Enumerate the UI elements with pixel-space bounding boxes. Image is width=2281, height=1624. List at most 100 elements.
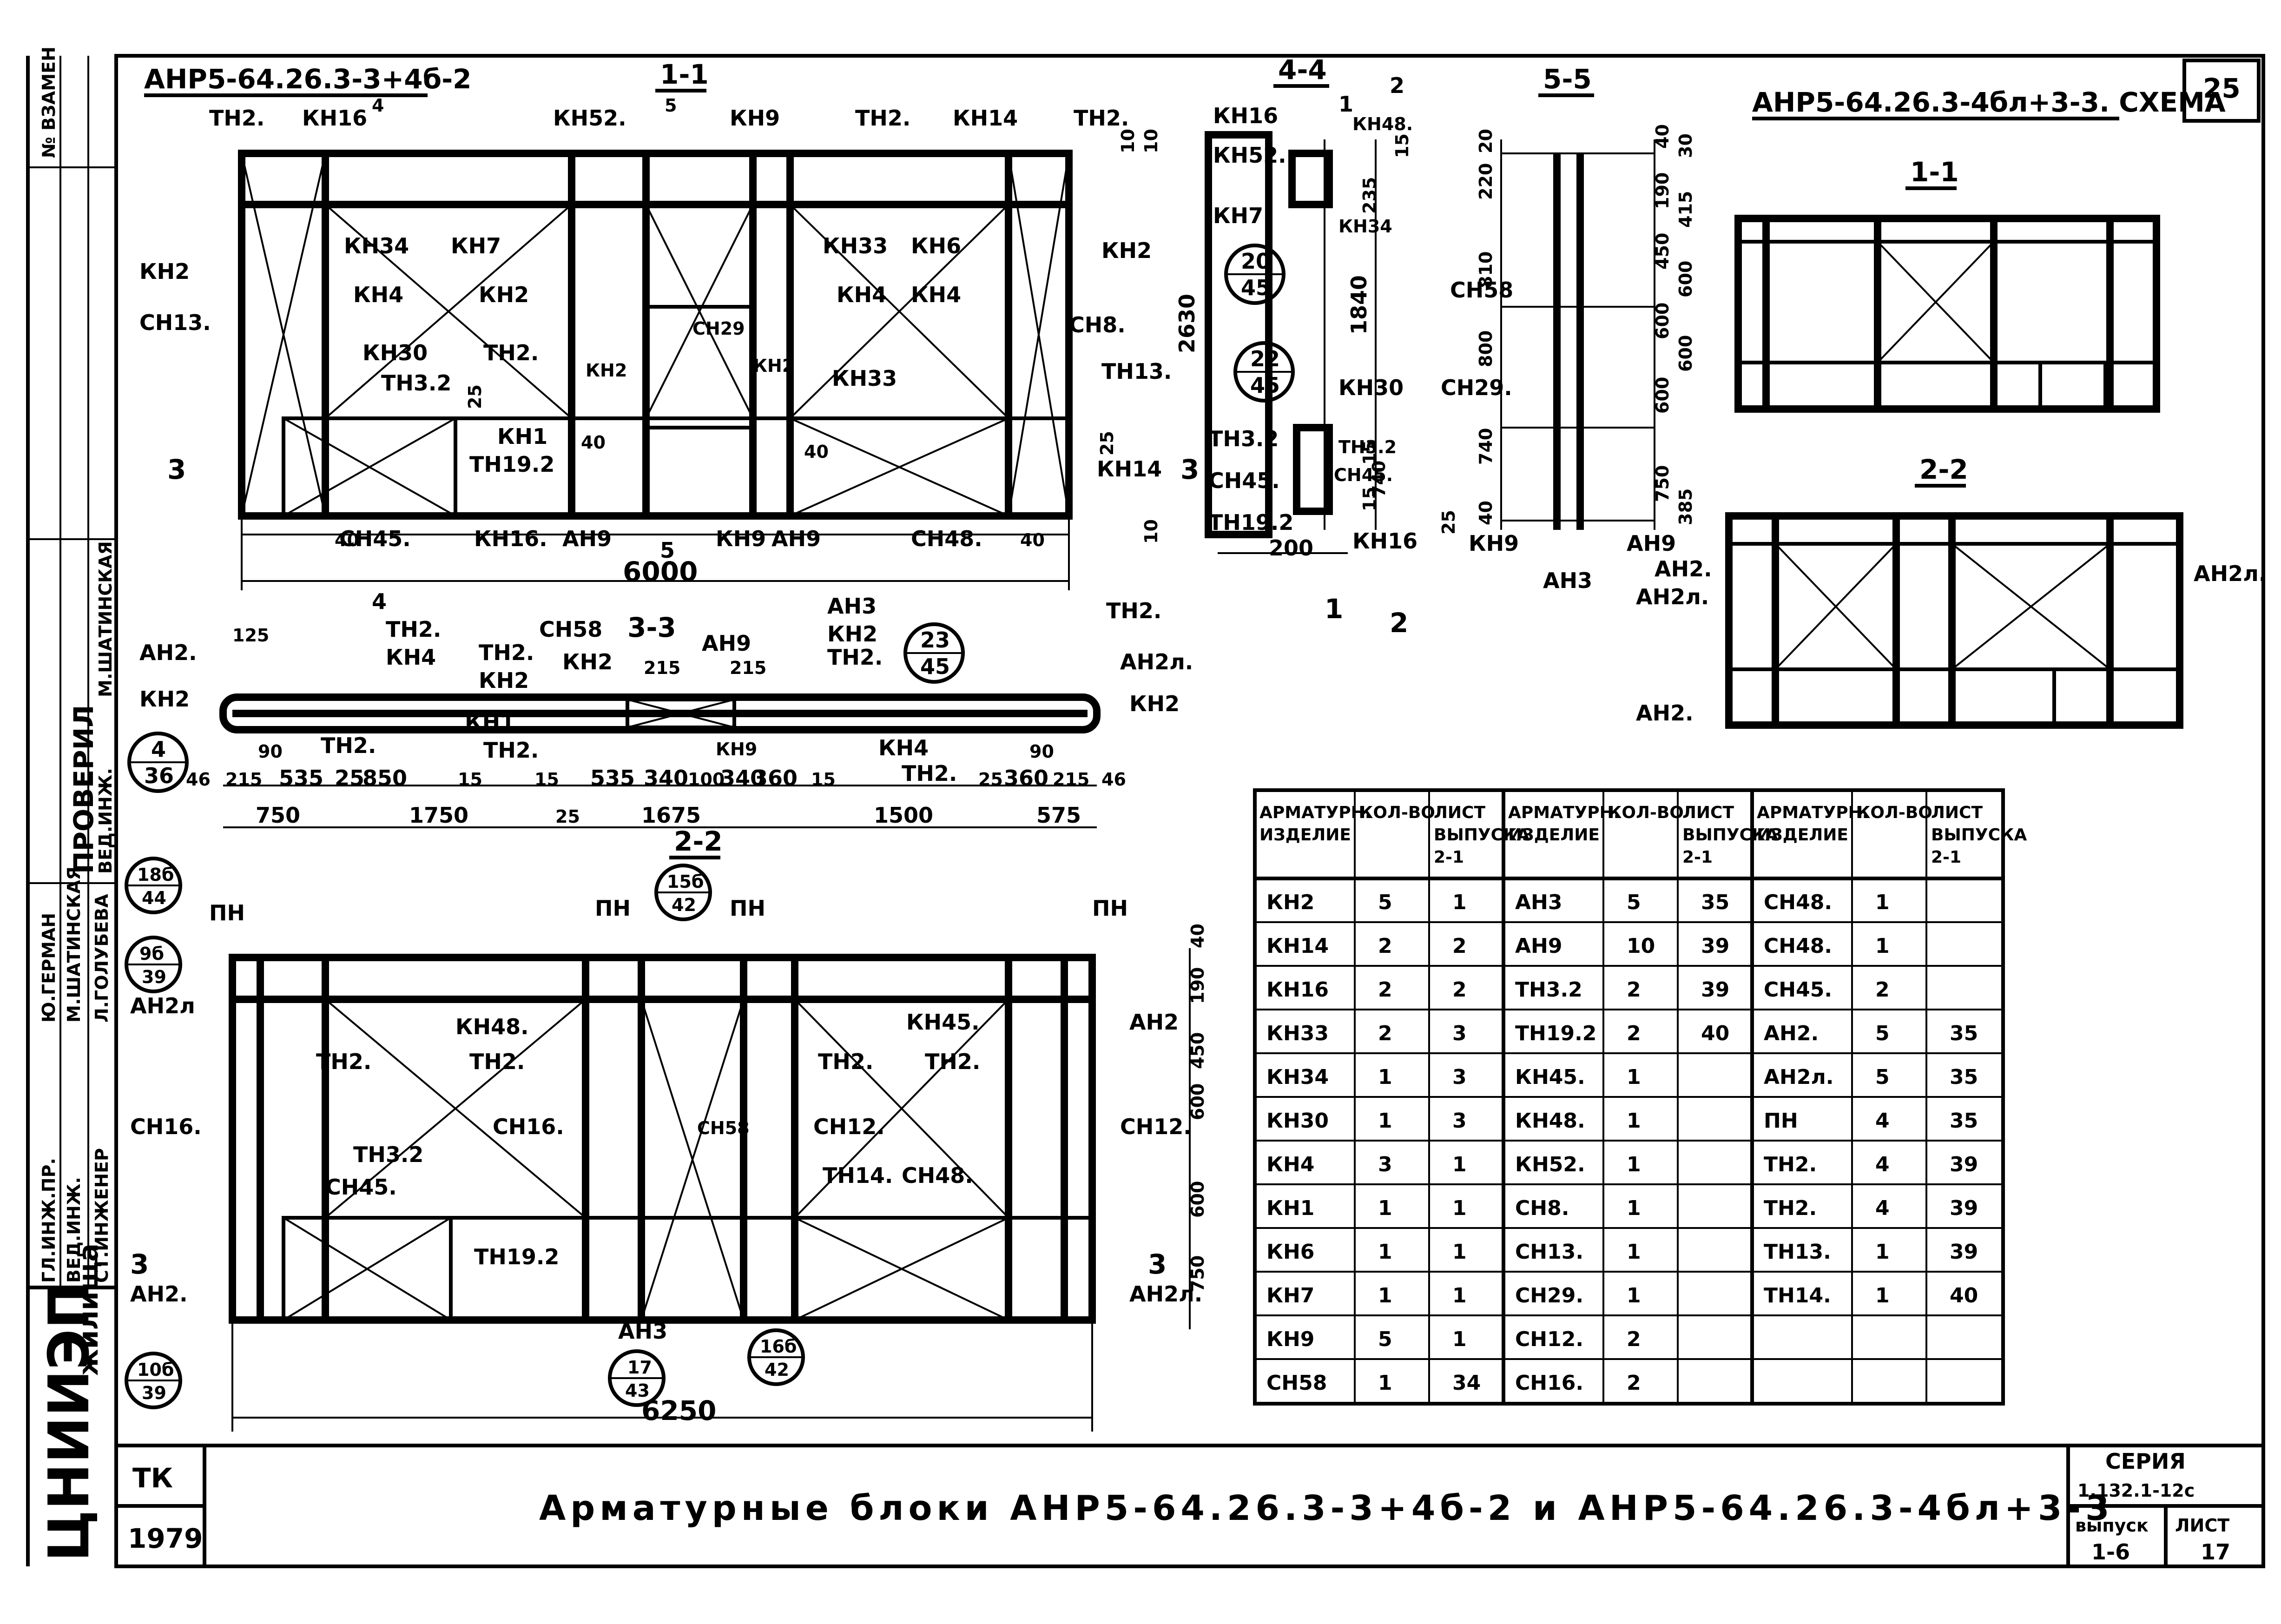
- svg-text:ТН14.: ТН14.: [823, 1163, 893, 1188]
- series-label: СЕРИЯ: [2105, 1449, 2186, 1474]
- section-4-4-labels: КН16 КН52. КН7 КН48. КН34 КН30 ТН3.2 СН4…: [1141, 73, 1459, 639]
- svg-text:СН12.: СН12.: [1120, 1114, 1192, 1139]
- table-cell: КН30: [1266, 1109, 1329, 1133]
- table-header-cell: АРМАТУРН.: [1757, 803, 1868, 822]
- table-cell: 1: [1627, 1196, 1641, 1220]
- table-cell: 1: [1452, 1196, 1467, 1220]
- table-cell: 2: [1627, 1371, 1641, 1395]
- section-4-4: [1205, 131, 1377, 554]
- table-cell: КН45.: [1515, 1065, 1585, 1089]
- svg-text:КН33: КН33: [823, 233, 888, 258]
- svg-text:СН58: СН58: [697, 1118, 750, 1138]
- svg-text:30: 30: [1675, 133, 1696, 158]
- svg-text:39: 39: [142, 1383, 166, 1403]
- svg-text:40: 40: [1652, 124, 1673, 149]
- plan-3-3-labels: АН2. КН2 125 ТН2. КН4 ТН2. КН2 КН2 СН58 …: [139, 594, 1193, 828]
- elevation-bottom: [229, 948, 1191, 1432]
- svg-text:5: 5: [660, 538, 675, 563]
- svg-text:20: 20: [1241, 249, 1271, 274]
- table-cell: 2: [1378, 934, 1392, 958]
- right-2-2-label-1: АН2.: [1655, 556, 1712, 581]
- section-5-5-title: 5-5: [1543, 63, 1592, 95]
- svg-text:СН29.: СН29.: [1441, 375, 1512, 400]
- svg-text:АН2л.: АН2л.: [1129, 1281, 1202, 1307]
- svg-text:КН48.: КН48.: [1352, 114, 1413, 134]
- svg-text:КН4: КН4: [386, 645, 436, 670]
- right-2-2-label-3: АН2.: [1636, 700, 1694, 726]
- table-cell: СН12.: [1515, 1327, 1583, 1351]
- table-cell: ТН14.: [1764, 1284, 1831, 1307]
- svg-text:810: 810: [1476, 251, 1496, 288]
- sheet-mark-top: 25: [2203, 73, 2241, 104]
- svg-text:190: 190: [1187, 967, 1208, 1004]
- table-header-cell: ЛИСТ: [1434, 803, 1485, 822]
- svg-text:740: 740: [1476, 428, 1496, 465]
- table-cell: 4: [1875, 1109, 1890, 1133]
- svg-text:ПН: ПН: [595, 896, 631, 921]
- table-cell: 1: [1378, 1240, 1392, 1264]
- table-cell: КН48.: [1515, 1109, 1585, 1133]
- table-cell: 4: [1875, 1196, 1890, 1220]
- svg-text:ТН2.: ТН2.: [855, 106, 910, 131]
- table-cell: СН13.: [1515, 1240, 1583, 1264]
- svg-text:215: 215: [1053, 769, 1089, 790]
- table-cell: 4: [1875, 1153, 1890, 1176]
- table-cell: 1: [1875, 1240, 1890, 1264]
- svg-text:15: 15: [811, 769, 836, 790]
- right-1-1-title: 1-1: [1910, 156, 1959, 188]
- table-cell: 2: [1875, 978, 1890, 1002]
- svg-text:АН3: АН3: [827, 594, 877, 619]
- table-cell: АН9: [1515, 934, 1562, 958]
- svg-text:40: 40: [1187, 924, 1208, 948]
- section-2-2-title: 2-2: [674, 825, 723, 857]
- table-cell: 2: [1378, 978, 1392, 1002]
- svg-text:125: 125: [232, 625, 269, 646]
- svg-text:АН3: АН3: [618, 1319, 667, 1344]
- table-cell: 39: [1701, 978, 1729, 1002]
- svg-text:200: 200: [1269, 535, 1313, 561]
- svg-text:ТН2.: ТН2.: [827, 645, 883, 670]
- svg-text:КН2: КН2: [479, 282, 529, 307]
- svg-text:КН6: КН6: [911, 233, 961, 258]
- table-cell: КН7: [1266, 1284, 1314, 1307]
- table-cell: 35: [1950, 1022, 1978, 1045]
- svg-text:АН3: АН3: [1543, 568, 1592, 593]
- table-cell: 1: [1875, 934, 1890, 958]
- table-cell: 5: [1875, 1022, 1890, 1045]
- table-header-cell: АРМАТУРН.: [1508, 803, 1620, 822]
- svg-text:КН30: КН30: [363, 340, 428, 365]
- table-header-cell: КОЛ-ВО: [1359, 803, 1435, 822]
- svg-text:КН16: КН16: [1213, 103, 1278, 128]
- svg-text:СН48.: СН48.: [902, 1163, 973, 1188]
- svg-text:535: 535: [590, 766, 635, 791]
- svg-text:КН33: КН33: [832, 366, 897, 391]
- svg-text:1840: 1840: [1346, 275, 1371, 335]
- svg-text:190: 190: [1652, 172, 1673, 209]
- table-cell: СН45.: [1764, 978, 1832, 1002]
- section-3-3-title: 3-3: [627, 612, 676, 643]
- svg-text:ТН2.: ТН2.: [483, 340, 539, 365]
- svg-text:КН2: КН2: [562, 649, 613, 674]
- org-sub: жилища: [73, 1243, 104, 1376]
- svg-text:ТН3.2: ТН3.2: [381, 370, 451, 396]
- table-cell: СН29.: [1515, 1284, 1583, 1307]
- svg-text:КН9: КН9: [716, 739, 757, 759]
- table-cell: 1: [1452, 1240, 1467, 1264]
- section-4-4-title: 4-4: [1278, 54, 1327, 86]
- svg-text:ТН2.: ТН2.: [1106, 598, 1161, 623]
- table-cell: 39: [1701, 934, 1729, 958]
- table-cell: СН8.: [1515, 1196, 1569, 1220]
- svg-text:КН52.: КН52.: [1213, 143, 1286, 168]
- svg-text:СН45.: СН45.: [325, 1175, 397, 1200]
- svg-text:25: 25: [978, 769, 1003, 790]
- svg-text:КН2: КН2: [1101, 238, 1152, 263]
- svg-text:СН16.: СН16.: [130, 1114, 202, 1139]
- svg-text:600: 600: [1187, 1083, 1208, 1120]
- right-2-2-title: 2-2: [1919, 454, 1968, 485]
- stamp-check-role: ВЕД.ИНЖ.: [95, 768, 116, 874]
- svg-text:КН1: КН1: [497, 424, 547, 449]
- svg-text:15: 15: [1392, 133, 1412, 158]
- table-cell: ПН: [1764, 1109, 1798, 1133]
- svg-text:9б: 9б: [139, 944, 164, 964]
